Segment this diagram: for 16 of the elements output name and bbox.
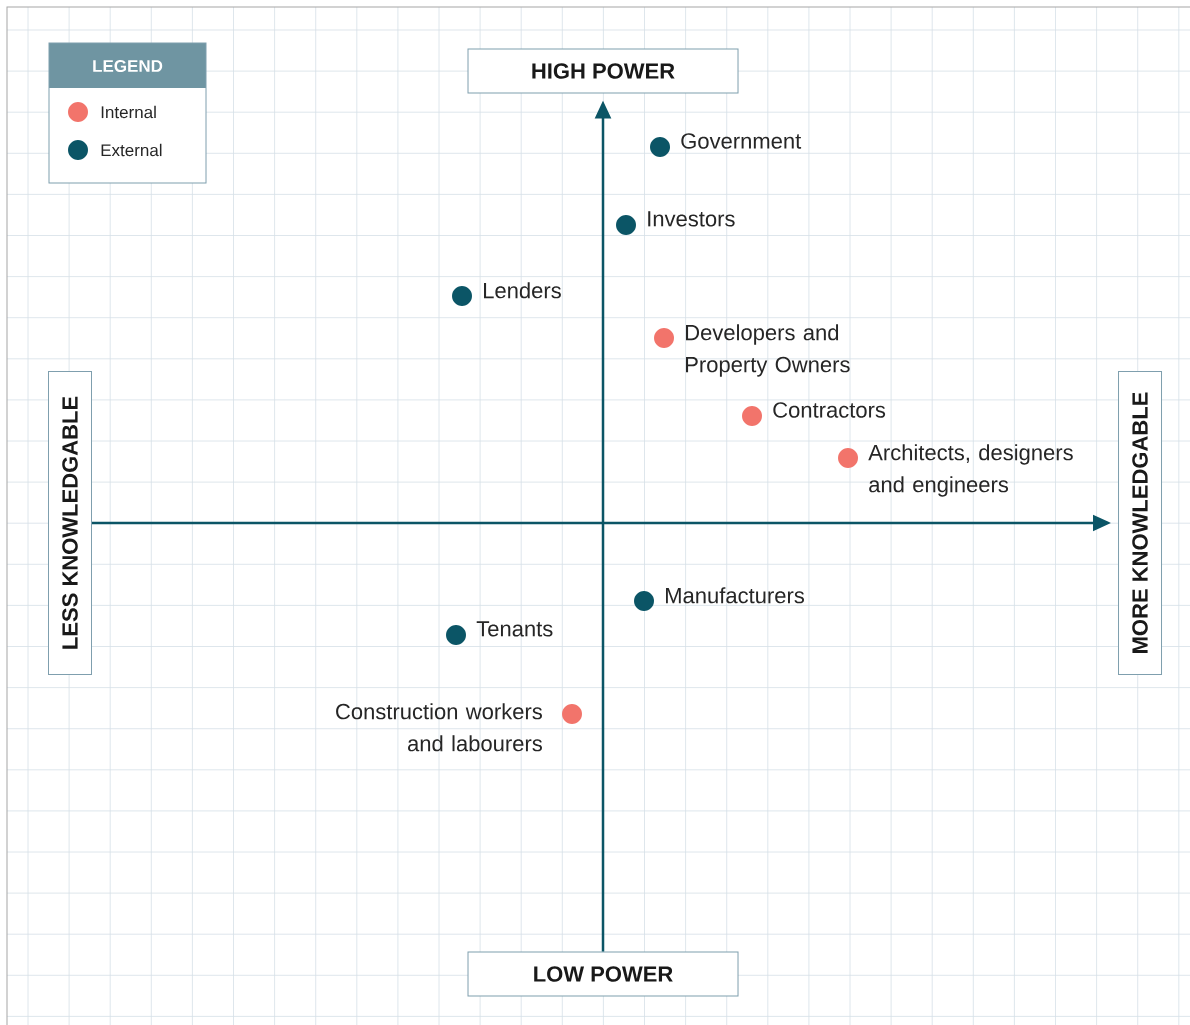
stakeholder-label: Manufacturers: [666, 587, 804, 604]
axis-label-box: LOW POWER: [467, 951, 739, 997]
stakeholder-label: Contractors: [773, 402, 886, 418]
stakeholder-label: Developers and Property Owners: [686, 324, 850, 377]
stakeholder-label: Tenants: [476, 621, 553, 637]
axis-label-box: HIGH POWER: [467, 48, 739, 94]
legend-label: External: [101, 143, 162, 157]
axis-label-box: MORE KNOWLEDGABLE: [1118, 371, 1162, 675]
stakeholder-label: Construction workers and labourers: [336, 703, 542, 752]
legend-label: Internal: [101, 105, 156, 119]
legend-heading: LEGEND: [93, 60, 163, 73]
stakeholder-label: Investors: [648, 211, 735, 227]
stakeholder-label: Government: [681, 133, 802, 149]
stakeholder-label: Lenders: [484, 282, 561, 299]
stakeholder-label: Architects, designers and engineers: [868, 444, 1073, 497]
axis-label-box: LESS KNOWLEDGABLE: [48, 371, 92, 675]
